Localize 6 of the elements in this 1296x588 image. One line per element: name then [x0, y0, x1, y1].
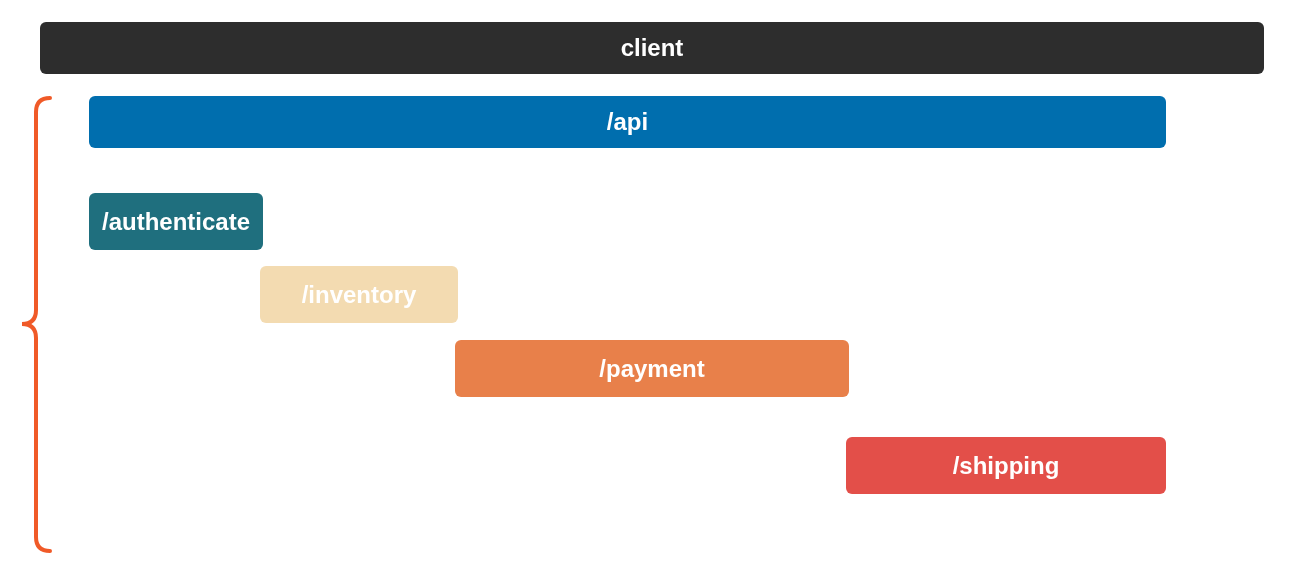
endpoint-bar: /shipping — [846, 437, 1166, 494]
endpoint-bar: /inventory — [260, 266, 458, 323]
endpoint-bar: /api — [89, 96, 1166, 148]
endpoint-bar: client — [40, 22, 1264, 74]
endpoint-bar: /authenticate — [89, 193, 263, 250]
endpoint-bar: /payment — [455, 340, 849, 397]
